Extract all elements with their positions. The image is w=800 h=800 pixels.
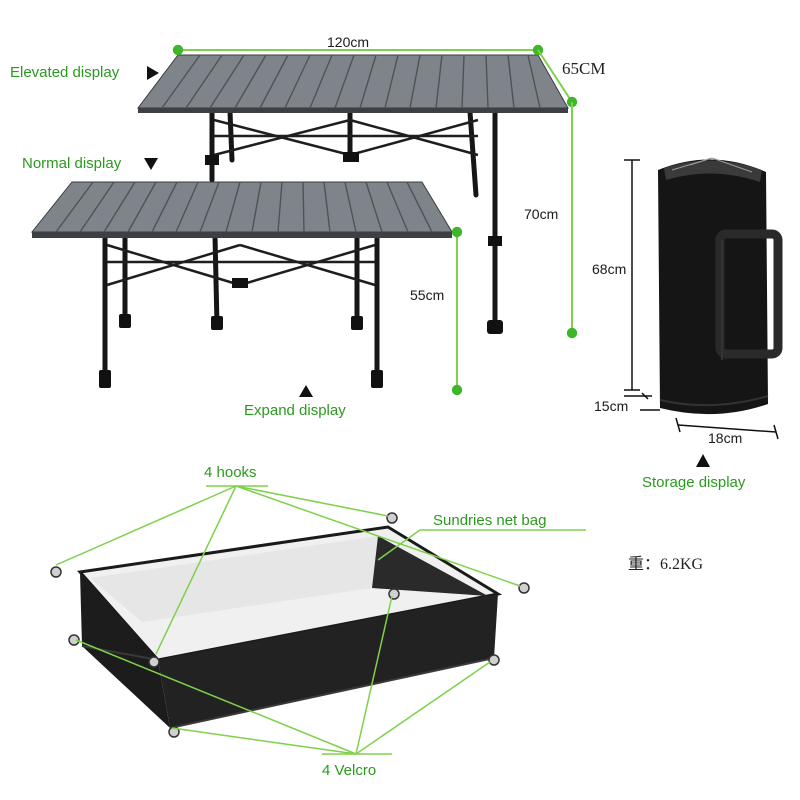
- normal-height-label: 55cm: [410, 287, 445, 303]
- net-bag-label: Sundries net bag: [433, 512, 547, 529]
- bag-depth-label: 15cm: [594, 398, 629, 414]
- weight-label: 重：6.2KG: [628, 556, 704, 573]
- normal-tabletop: [30, 181, 453, 233]
- width-label: 65CM: [562, 59, 606, 78]
- hooks-label: 4 hooks: [204, 464, 257, 481]
- storage-display-label: Storage display: [642, 474, 746, 491]
- elevated-display-label: Elevated display: [10, 64, 120, 81]
- bag-width-label: 18cm: [708, 430, 743, 446]
- annotation-lines: [55, 485, 586, 755]
- net-mesh: [90, 536, 378, 622]
- normal-table: [30, 181, 453, 388]
- storage-bag: [658, 157, 783, 415]
- bag-dimension-lines: [624, 159, 779, 440]
- normal-display-label: Normal display: [22, 155, 122, 172]
- bag-height-label: 68cm: [592, 261, 627, 277]
- elevated-tabletop: [136, 54, 569, 109]
- elevated-height-label: 70cm: [524, 206, 559, 222]
- sundries-net-bag: [50, 512, 530, 738]
- expand-display-label: Expand display: [244, 402, 346, 419]
- elevated-pointer-icon: [147, 66, 159, 80]
- elevated-table: [136, 54, 569, 334]
- normal-pointer-icon: [144, 158, 158, 170]
- expand-pointer-icon: [299, 385, 313, 397]
- pointer-triangles: [144, 66, 710, 467]
- storage-pointer-icon: [696, 454, 710, 467]
- table-dimension-lines: [172, 44, 578, 396]
- velcro-label: 4 Velcro: [322, 762, 377, 779]
- length-label: 120cm: [327, 34, 370, 50]
